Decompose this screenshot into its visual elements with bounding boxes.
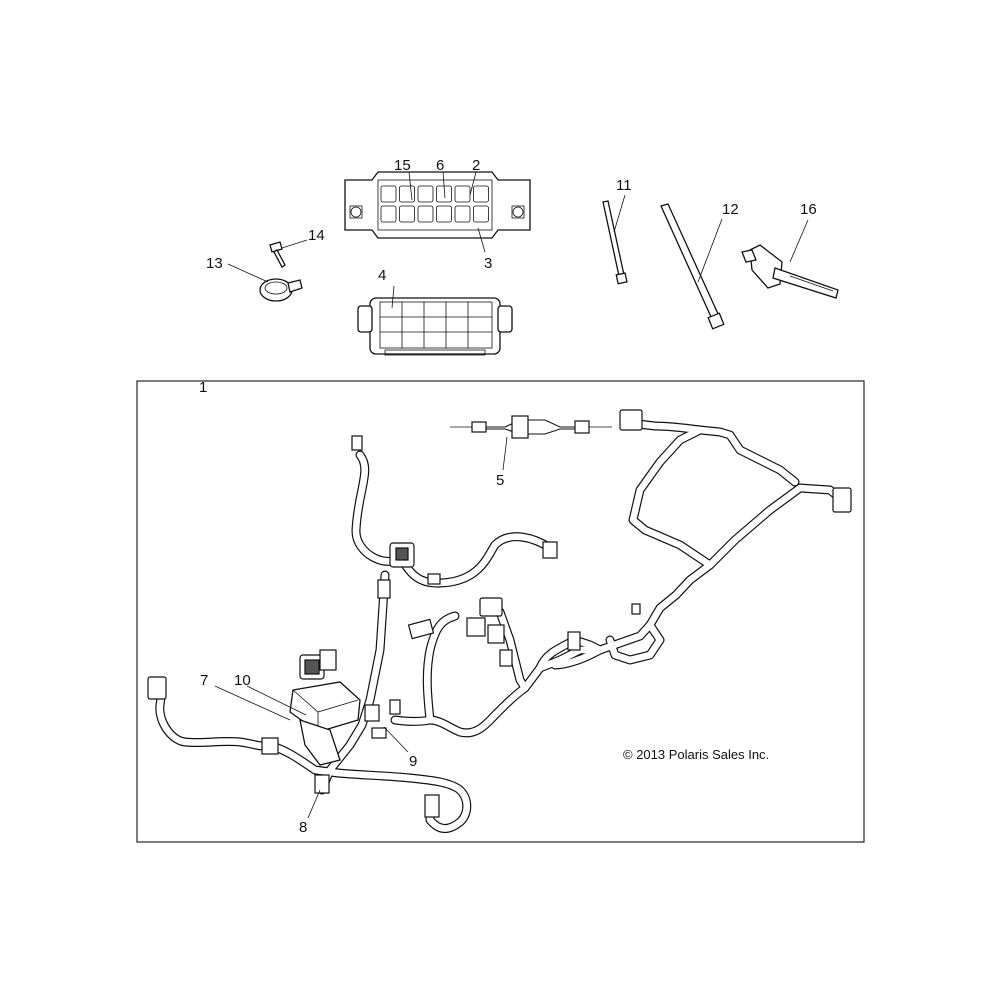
callout-15: 15: [394, 157, 411, 174]
harness-wire-interior: [156, 686, 274, 750]
fuse-slot: [417, 205, 434, 223]
harness-wire-interior: [496, 608, 529, 692]
callout-14: 14: [308, 227, 325, 244]
harness-wire: [628, 425, 800, 570]
callout-10: 10: [234, 672, 251, 689]
fuse-box-base: [344, 171, 531, 239]
ecu-module: [289, 649, 361, 766]
fuse-slot: [399, 205, 415, 223]
callout-9: 9: [409, 753, 417, 770]
harness-wire-interior: [606, 621, 664, 664]
callout-labels: 1 2 3 4 5 6 7 8 9 10 11 12 13 14 15 16: [199, 157, 817, 836]
callout-5: 5: [496, 472, 504, 489]
fuse-slot: [473, 205, 489, 223]
fuse-slot: [436, 205, 452, 223]
harness-connectors: [147, 409, 852, 818]
fuse-slot: [399, 185, 415, 203]
callout-1: 1: [199, 379, 207, 396]
callout-2: 2: [472, 157, 480, 174]
harness-wire-interior: [352, 451, 554, 587]
callout-6: 6: [436, 157, 444, 174]
jumper-harness: [450, 415, 612, 439]
callout-3: 3: [484, 255, 492, 272]
callout-12: 12: [722, 201, 739, 218]
harness-wire-interior: [634, 420, 704, 434]
cable-tie-large: [660, 203, 725, 330]
push-mount-tie: [741, 244, 839, 299]
screw: [269, 241, 286, 268]
harness-wire-interior: [536, 636, 604, 672]
harness-wire-interior: [646, 484, 844, 629]
harness-wire-interior: [423, 612, 459, 724]
harness-frame: [136, 380, 865, 843]
harness-wire: [645, 483, 845, 630]
callout-8: 8: [299, 819, 307, 836]
callout-11: 11: [616, 177, 632, 194]
fuse-slot: [380, 185, 397, 203]
cable-tie-small: [602, 200, 628, 285]
callout-7: 7: [200, 672, 208, 689]
leader-lines: [214, 171, 809, 819]
callout-4: 4: [378, 267, 386, 284]
copyright-text: © 2013 Polaris Sales Inc.: [623, 747, 769, 762]
callout-13: 13: [206, 255, 223, 272]
callout-16: 16: [800, 201, 817, 218]
fuse-slot: [473, 185, 489, 203]
fuse-slot: [380, 205, 397, 223]
hose-clamp: [259, 278, 303, 302]
fuse-box-cover: [357, 297, 513, 356]
fuse-slot: [454, 205, 471, 223]
harness-wires: [155, 419, 845, 833]
harness-wire-interior: [629, 426, 799, 569]
harness-wire-interior: [266, 741, 471, 832]
fuse-slot: [417, 185, 434, 203]
